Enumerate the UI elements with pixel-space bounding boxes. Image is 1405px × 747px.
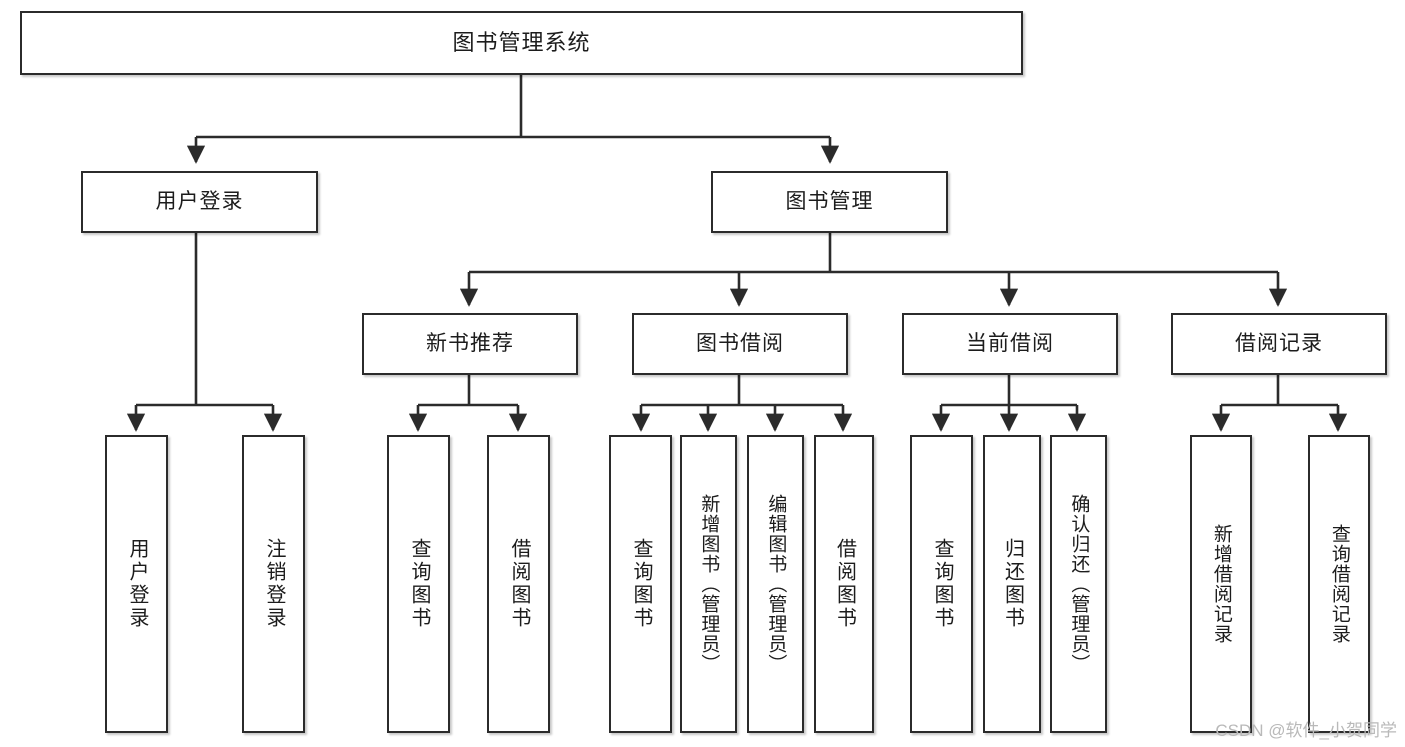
node-label: 新书推荐 bbox=[426, 331, 514, 355]
node-label: 图书借阅 bbox=[696, 331, 784, 355]
node-label: 借阅图书 bbox=[833, 538, 856, 630]
leaf-query-book-recommend[interactable]: 查询图书 bbox=[387, 435, 450, 733]
leaf-confirm-return-admin[interactable]: 确认归还（管理员） bbox=[1050, 435, 1107, 733]
leaf-logout[interactable]: 注销登录 bbox=[242, 435, 305, 733]
node-label: 查询图书 bbox=[630, 538, 652, 630]
node-label: 新增图书（管理员） bbox=[698, 494, 720, 674]
node-current-borrow[interactable]: 当前借阅 bbox=[902, 313, 1118, 375]
leaf-user-login[interactable]: 用户登录 bbox=[105, 435, 168, 733]
leaf-edit-book-admin[interactable]: 编辑图书（管理员） bbox=[747, 435, 804, 733]
node-label: 注销登录 bbox=[263, 538, 285, 630]
leaf-query-book-borrow[interactable]: 查询图书 bbox=[609, 435, 672, 733]
node-root-system[interactable]: 图书管理系统 bbox=[20, 11, 1023, 75]
node-book-borrow[interactable]: 图书借阅 bbox=[632, 313, 848, 375]
leaf-query-borrow-record[interactable]: 查询借阅记录 bbox=[1308, 435, 1370, 733]
node-label: 归还图书 bbox=[1001, 538, 1024, 630]
node-label: 查询图书 bbox=[408, 538, 430, 630]
node-label: 当前借阅 bbox=[966, 331, 1054, 355]
leaf-return-book[interactable]: 归还图书 bbox=[983, 435, 1041, 733]
leaf-add-borrow-record[interactable]: 新增借阅记录 bbox=[1190, 435, 1252, 733]
node-book-management[interactable]: 图书管理 bbox=[711, 171, 948, 233]
node-label: 用户登录 bbox=[155, 189, 244, 213]
csdn-watermark: CSDN @软件_小贺同学 bbox=[1215, 721, 1397, 740]
node-label: 图书管理 bbox=[785, 189, 874, 213]
node-label: 新增借阅记录 bbox=[1210, 524, 1232, 644]
node-label: 查询借阅记录 bbox=[1328, 524, 1350, 644]
node-new-book-recommend[interactable]: 新书推荐 bbox=[362, 313, 578, 375]
node-label: 编辑图书（管理员） bbox=[765, 494, 787, 674]
leaf-borrow-book-recommend[interactable]: 借阅图书 bbox=[487, 435, 550, 733]
leaf-borrow-book[interactable]: 借阅图书 bbox=[814, 435, 874, 733]
node-label: 查询图书 bbox=[931, 538, 953, 630]
node-label: 借阅图书 bbox=[508, 538, 530, 630]
node-label: 用户登录 bbox=[126, 538, 148, 630]
leaf-query-book-current[interactable]: 查询图书 bbox=[910, 435, 973, 733]
node-label: 图书管理系统 bbox=[452, 30, 591, 56]
node-label: 确认归还（管理员） bbox=[1068, 494, 1090, 674]
node-label: 借阅记录 bbox=[1235, 331, 1323, 355]
node-user-login[interactable]: 用户登录 bbox=[81, 171, 318, 233]
leaf-add-book-admin[interactable]: 新增图书（管理员） bbox=[680, 435, 737, 733]
node-borrow-record[interactable]: 借阅记录 bbox=[1171, 313, 1387, 375]
